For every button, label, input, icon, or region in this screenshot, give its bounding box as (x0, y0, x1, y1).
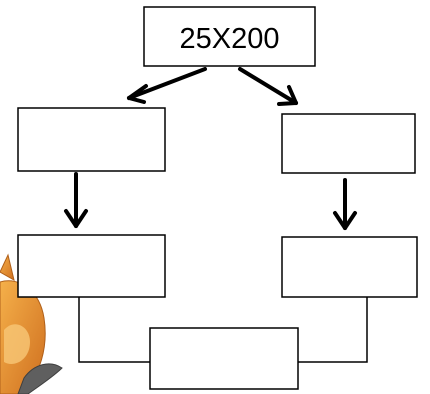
cartoon-fox-mascot-icon (0, 253, 63, 394)
left-connector-line (78, 297, 150, 363)
result-box (149, 327, 299, 390)
top-box (143, 6, 316, 67)
top-box-label: 25X200 (180, 23, 280, 55)
middle-left-box (17, 107, 166, 172)
arrow-middle-left-down (64, 172, 88, 228)
arrow-top-to-right (238, 67, 298, 106)
arrow-top-to-left (127, 67, 207, 104)
bottom-left-box (17, 234, 166, 298)
middle-right-box (281, 113, 416, 174)
arrow-middle-right-down (333, 178, 357, 230)
bottom-right-box (281, 236, 418, 298)
right-connector-line (298, 297, 368, 363)
